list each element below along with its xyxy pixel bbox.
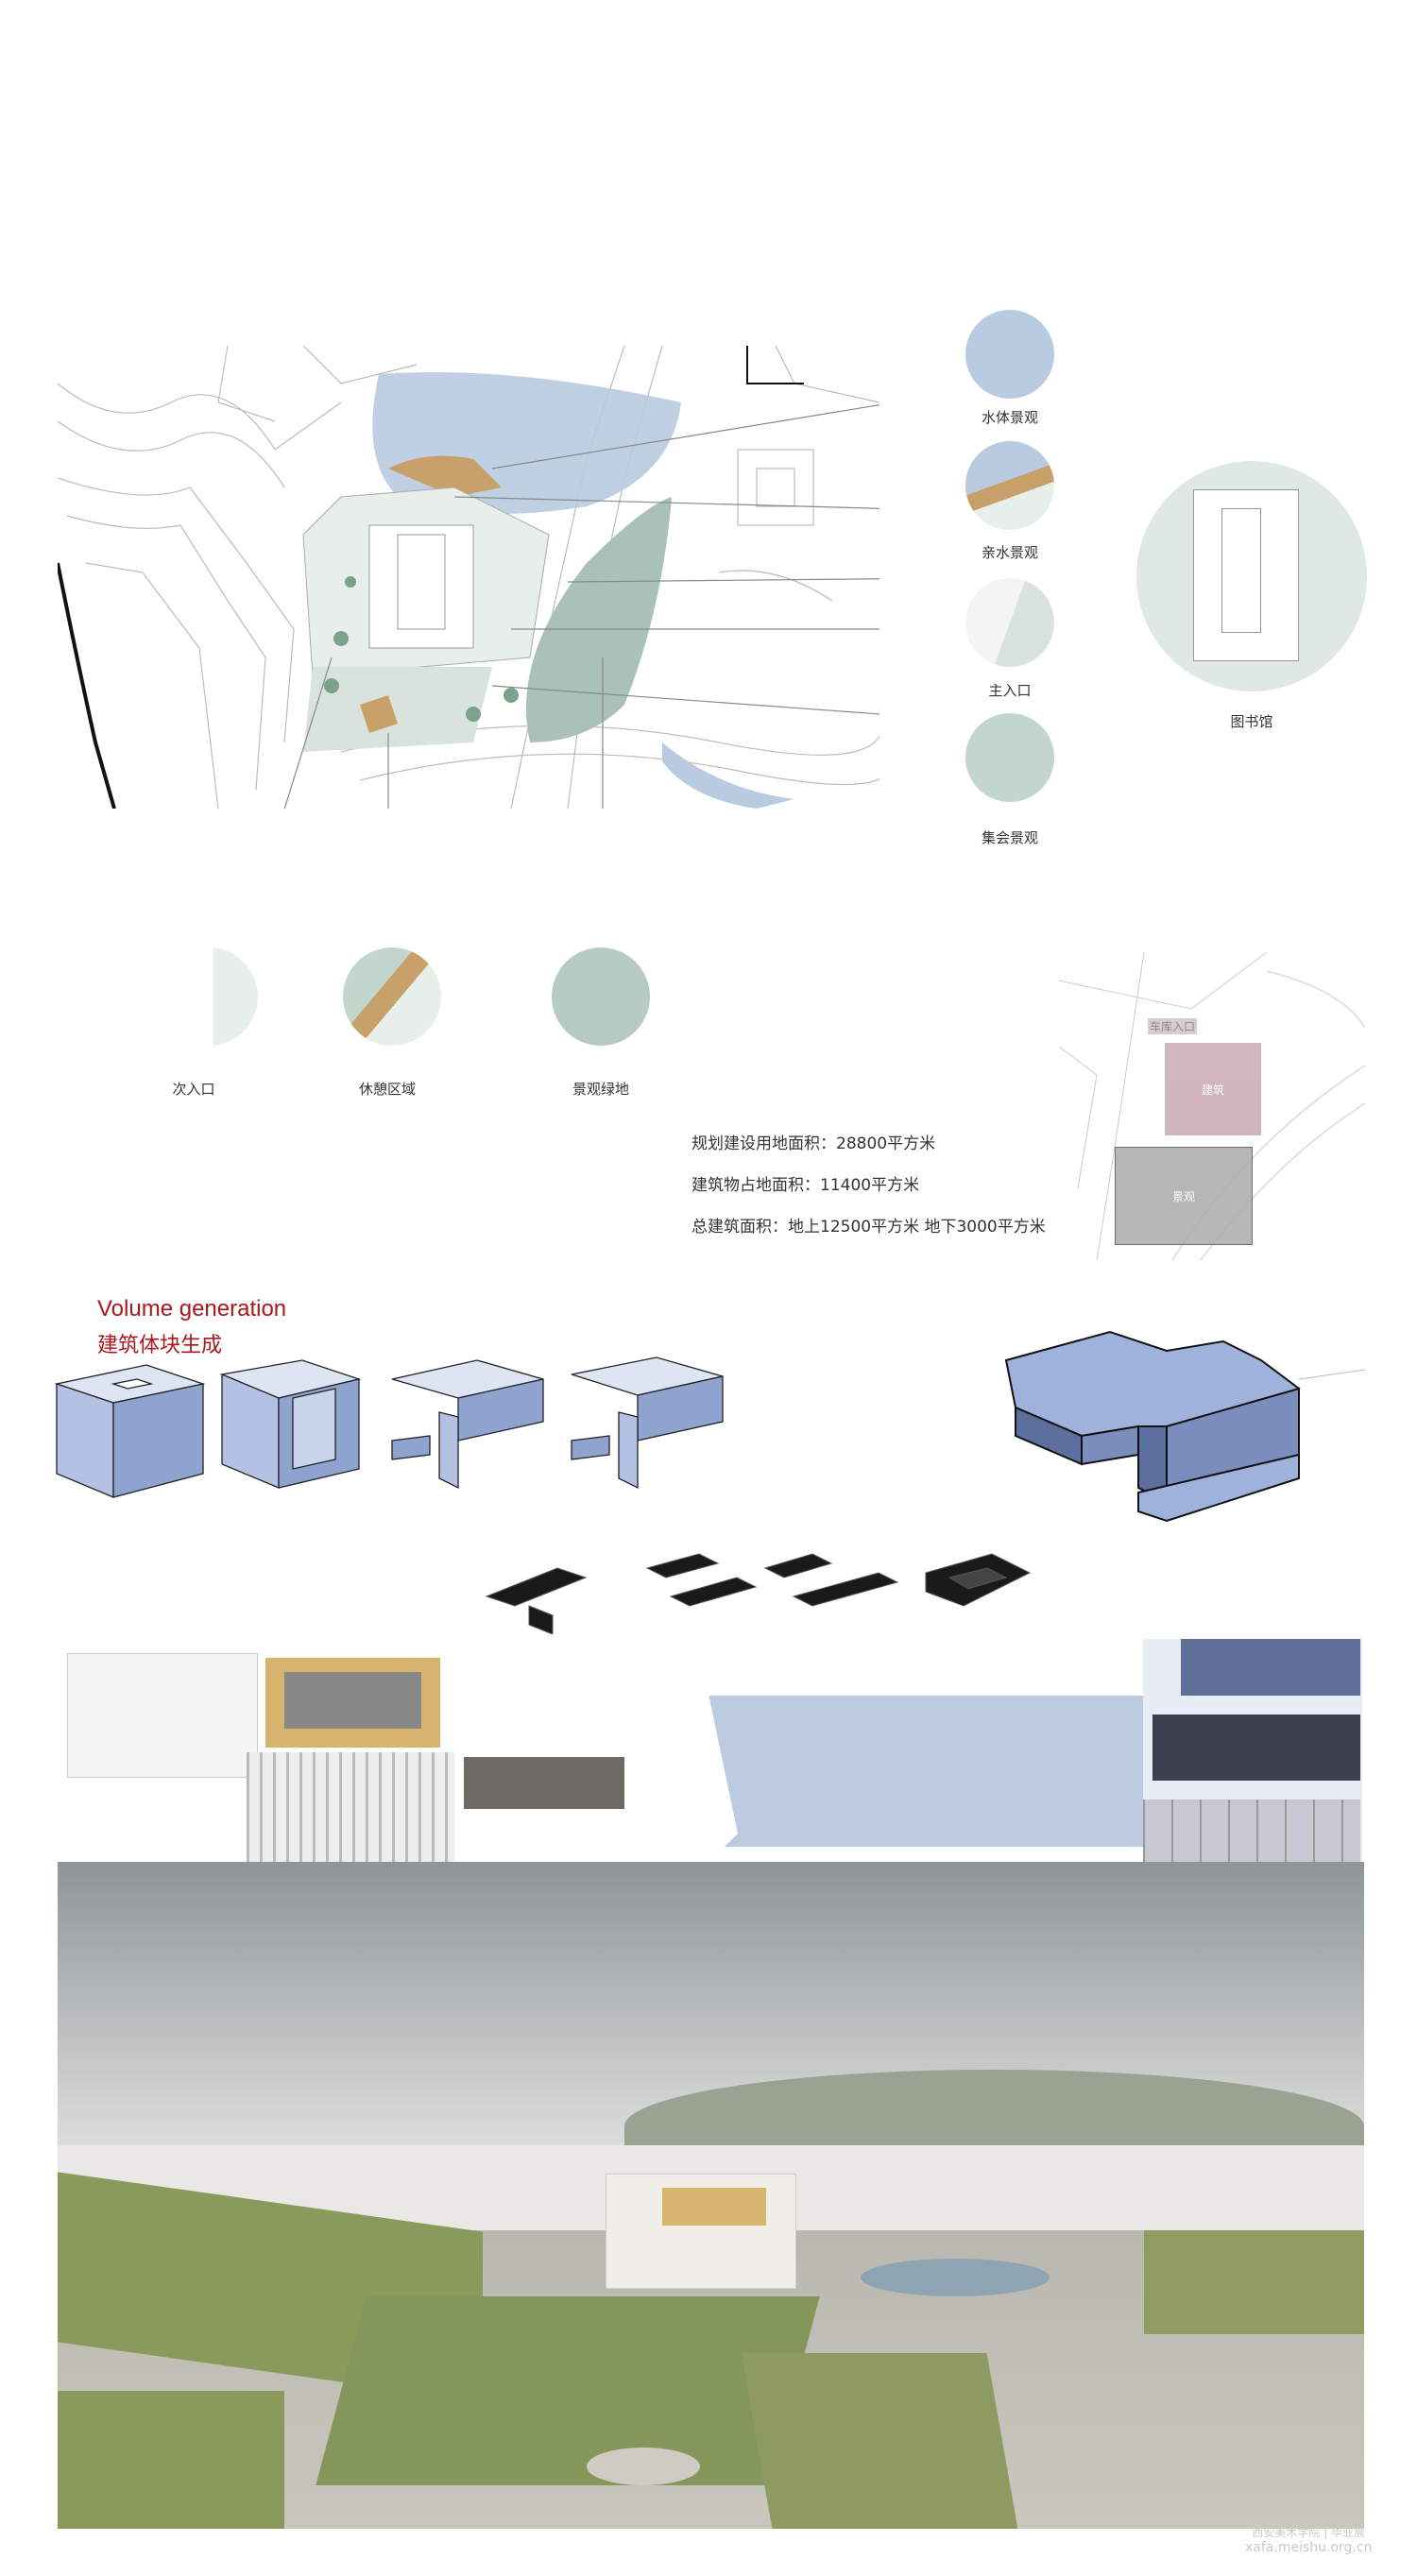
callout-main-entrance — [965, 578, 1054, 667]
perspective-rendering — [58, 1862, 1364, 2529]
zoning-map: 车库入口 建筑 景观 — [1059, 952, 1365, 1260]
garage-entrance-tag: 车库入口 — [1148, 1018, 1198, 1034]
volume-step-4 — [571, 1356, 724, 1490]
facade-sections — [1143, 1639, 1362, 1899]
stat-footprint: 建筑物占地面积：11400平方米 — [691, 1176, 920, 1195]
library-label: 图书馆 — [1230, 713, 1273, 730]
callout-library — [1136, 461, 1367, 691]
black-mass-diagrams — [485, 1553, 1032, 1634]
volume-title-en: Volume generation — [97, 1296, 287, 1322]
callout-waterfront-landscape — [965, 441, 1054, 530]
landscape-zone: 景观 — [1115, 1147, 1253, 1245]
stat-total-area: 总建筑面积：地上12500平方米 地下3000平方米 — [691, 1218, 1046, 1237]
volume-diagrams — [54, 1356, 724, 1498]
callout-green-space — [552, 947, 650, 1046]
stat-land-area: 规划建设用地面积：28800平方米 — [691, 1134, 936, 1153]
volume-title-cn: 建筑体块生成 — [97, 1334, 223, 1357]
volume-final-model — [1004, 1330, 1366, 1523]
watermark-logo: 西安美术学院 | 毕业展 — [1252, 2526, 1366, 2539]
callout-label: 水体景观 — [981, 409, 1039, 426]
callout-label: 主入口 — [988, 682, 1032, 699]
callout-assembly-landscape — [965, 713, 1054, 802]
callout-label: 次入口 — [172, 1081, 215, 1098]
callout-water-landscape — [965, 310, 1054, 399]
building-zone: 建筑 — [1165, 1043, 1261, 1135]
callout-secondary-entrance — [160, 947, 258, 1046]
volume-step-2 — [219, 1359, 362, 1489]
watermark: 西安美术学院 | 毕业展 xafa.meishu.org.cn — [1245, 2524, 1372, 2555]
callout-rest-area — [343, 947, 441, 1046]
elevation-render — [58, 1639, 738, 1899]
callout-label: 亲水景观 — [981, 544, 1039, 561]
watermark-url: xafa.meishu.org.cn — [1245, 2540, 1373, 2555]
callout-label: 休憩区域 — [358, 1081, 417, 1098]
volume-step-1 — [54, 1364, 206, 1498]
volume-step-3 — [391, 1359, 544, 1490]
landscape-zone-label: 景观 — [1171, 1189, 1195, 1203]
site-plan — [58, 346, 879, 809]
callout-label: 集会景观 — [981, 829, 1039, 846]
building-zone-label: 建筑 — [1201, 1083, 1224, 1097]
callout-label: 景观绿地 — [572, 1081, 630, 1098]
